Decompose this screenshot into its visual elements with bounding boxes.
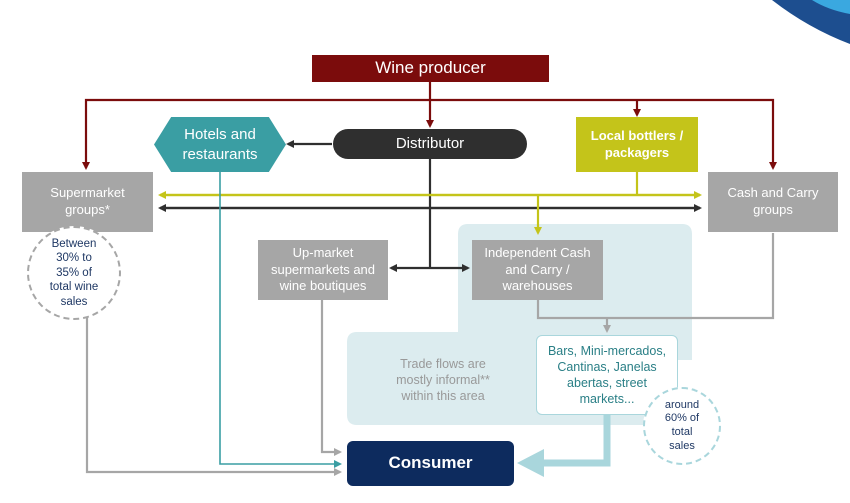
distributor-box: Distributor (333, 129, 527, 159)
cash-carry-groups-box: Cash and Carry groups (708, 172, 838, 232)
distributor-label: Distributor (395, 135, 465, 153)
cash-carry-groups-label: Cash and Carry groups (727, 185, 819, 217)
bars-share-circle: around 60% of total sales (643, 387, 721, 465)
bars-markets-box: Bars, Mini-mercados, Cantinas, Janelas a… (536, 335, 678, 415)
supermarket-groups-label: Supermarket groups* (50, 185, 125, 217)
informal-area-text: Trade flows are mostly informal** within… (396, 356, 490, 404)
local-bottlers-label: Local bottlers / packagers (590, 127, 684, 160)
consumer-label: Consumer (388, 453, 473, 473)
upmarket-box: Up-market supermarkets and wine boutique… (258, 240, 388, 300)
bars-share-text: around 60% of total sales (664, 398, 700, 452)
hotels-restaurants-label: Hotels and restaurants (182, 126, 258, 163)
hotels-restaurants-box: Hotels and restaurants (154, 117, 286, 172)
supermarket-groups-box: Supermarket groups* (22, 172, 153, 232)
wine-producer-label: Wine producer (375, 58, 486, 78)
wine-producer-box: Wine producer (312, 55, 549, 82)
independent-cash-carry-label: Independent Cash and Carry / warehouses (484, 244, 591, 294)
bars-markets-label: Bars, Mini-mercados, Cantinas, Janelas a… (547, 343, 667, 407)
consumer-box: Consumer (347, 441, 514, 486)
upmarket-label: Up-market supermarkets and wine boutique… (270, 244, 376, 294)
informal-area-note: Trade flows are mostly informal** within… (368, 350, 518, 410)
independent-cash-carry-box: Independent Cash and Carry / warehouses (472, 240, 603, 300)
supermarket-share-circle: Between 30% to 35% of total wine sales (27, 226, 121, 320)
supermarket-share-text: Between 30% to 35% of total wine sales (49, 238, 99, 308)
local-bottlers-box: Local bottlers / packagers (576, 117, 698, 172)
